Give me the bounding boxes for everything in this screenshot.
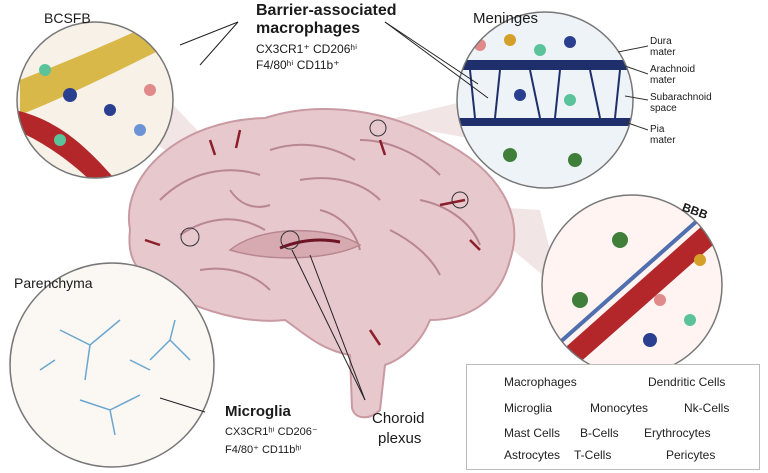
brain-illustration <box>127 108 516 419</box>
legend-nk: Nk-Cells <box>684 401 729 415</box>
pia-label: Pia mater <box>650 124 676 146</box>
legend-pericytes-label: Pericytes <box>666 448 716 462</box>
choroid-line1: Choroid <box>372 410 425 427</box>
legend-tcells-label: T-Cells <box>574 448 612 462</box>
bcsfb-label: BCSFB <box>44 10 91 26</box>
legend-monocytes: Monocytes <box>590 401 648 415</box>
microglia-markers-line1: CX3CR1ʰⁱ CD206⁻ <box>225 426 318 438</box>
legend-astrocytes-label: Astrocytes <box>504 448 561 462</box>
legend-monocytes-label: Monocytes <box>590 401 649 415</box>
legend <box>466 364 760 470</box>
microglia-markers-line2: F4/80⁺ CD11bʰⁱ <box>225 444 302 456</box>
legend-nk-label: Nk-Cells <box>684 401 730 415</box>
bam-title-line1: Barrier-associated <box>256 2 397 19</box>
meninges-inset <box>456 11 649 189</box>
legend-erythrocytes-label: Erythrocytes <box>644 426 711 440</box>
bam-markers-line2: F4/80ʰⁱ CD11b⁺ <box>256 58 340 72</box>
legend-bcells-label: B-Cells <box>580 426 619 440</box>
parenchyma-label: Parenchyma <box>14 275 93 291</box>
bcsfb-inset <box>16 21 174 179</box>
bam-markers-line1: CX3CR1⁺ CD206ʰⁱ <box>256 42 358 56</box>
legend-mast-label: Mast Cells <box>504 426 561 440</box>
legend-tcells: T-Cells <box>574 448 611 462</box>
meninges-connector <box>378 100 480 140</box>
legend-macrophages-label: Macrophages <box>504 375 577 389</box>
legend-erythrocytes: Erythrocytes <box>644 426 711 440</box>
legend-mast: Mast Cells <box>504 426 560 440</box>
meninges-label: Meninges <box>473 10 539 27</box>
bbb-inset <box>541 194 723 376</box>
microglia-title: Microglia <box>225 403 291 420</box>
legend-dendritic-label: Dendritic Cells <box>648 375 726 389</box>
legend-microglia-label: Microglia <box>504 401 553 415</box>
dura-label: Dura mater <box>650 36 676 58</box>
legend-dendritic: Dendritic Cells <box>648 375 725 389</box>
subarachnoid-label: Subarachnoid space <box>650 92 712 114</box>
pointer-lines <box>159 21 489 413</box>
legend-pericytes: Pericytes <box>666 448 715 462</box>
parenchyma-inset <box>9 262 215 468</box>
legend-macrophages: Macrophages <box>504 375 577 389</box>
legend-astrocytes: Astrocytes <box>504 448 560 462</box>
legend-bcells: B-Cells <box>580 426 619 440</box>
bam-title-line2: macrophages <box>256 20 361 37</box>
arachnoid-label: Arachnoid mater <box>650 64 696 86</box>
legend-microglia: Microglia <box>504 401 552 415</box>
choroid-line2: plexus <box>378 430 422 447</box>
